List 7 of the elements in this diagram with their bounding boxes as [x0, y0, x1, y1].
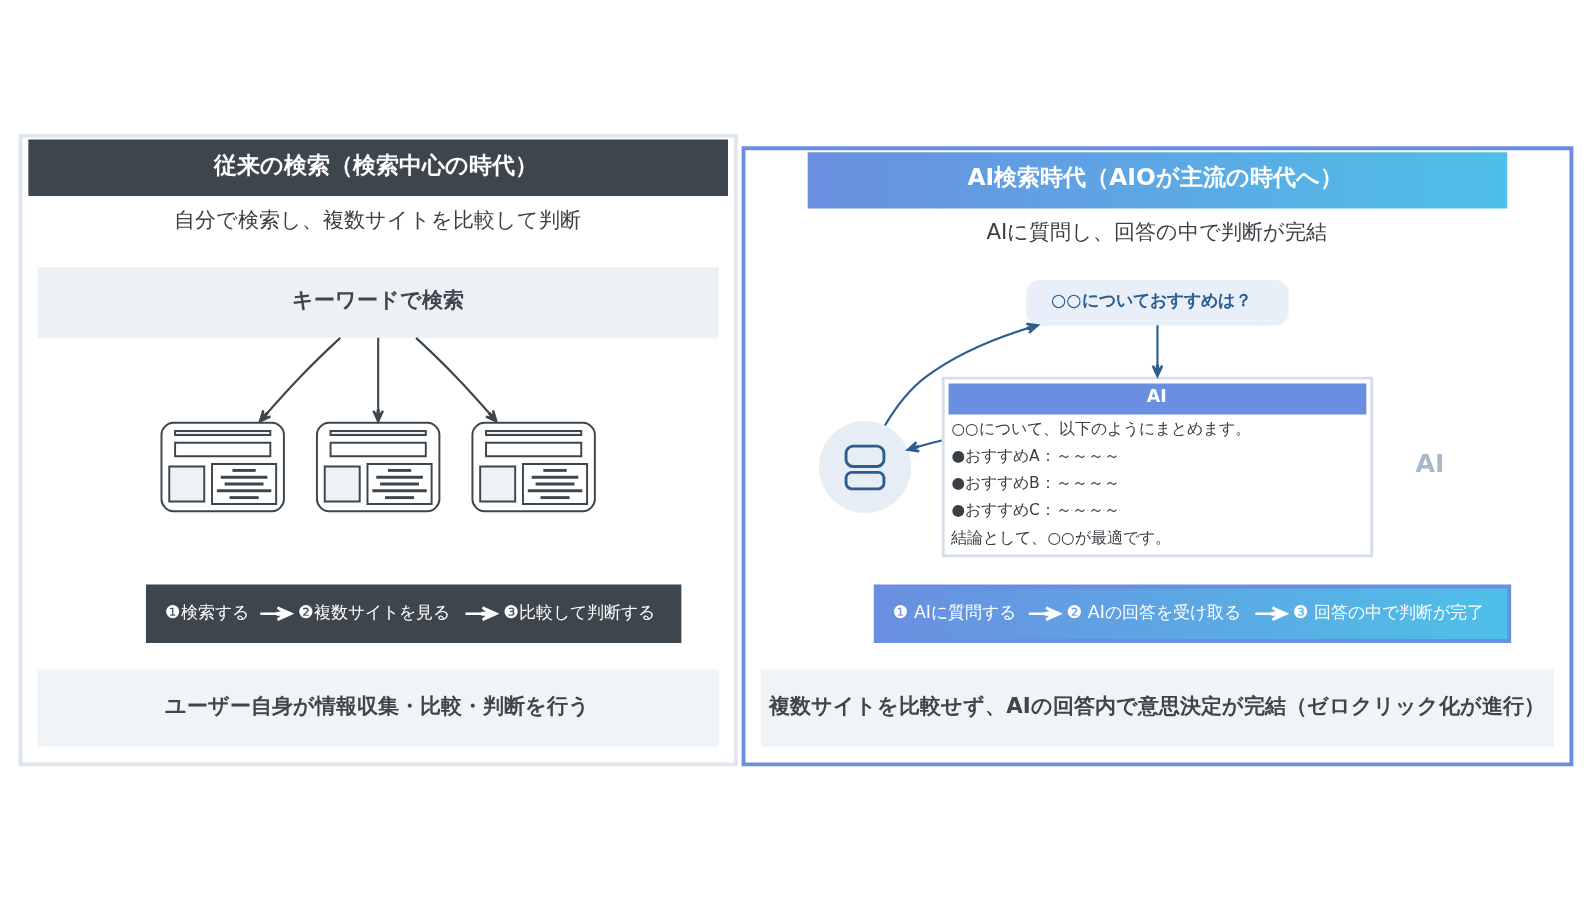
node-text: ❸ 回答の中で判断が完了	[1293, 602, 1485, 622]
node-text: ❷ AIの回答を受け取る	[1066, 602, 1241, 622]
node-text: ❶検索する	[164, 602, 249, 622]
node-text: ❷複数サイトを見る	[298, 602, 450, 622]
label: AI	[1415, 449, 1445, 479]
node-text: ❸比較して判断する	[503, 602, 656, 622]
node-text: ❶ AIに質問する	[892, 602, 1017, 622]
